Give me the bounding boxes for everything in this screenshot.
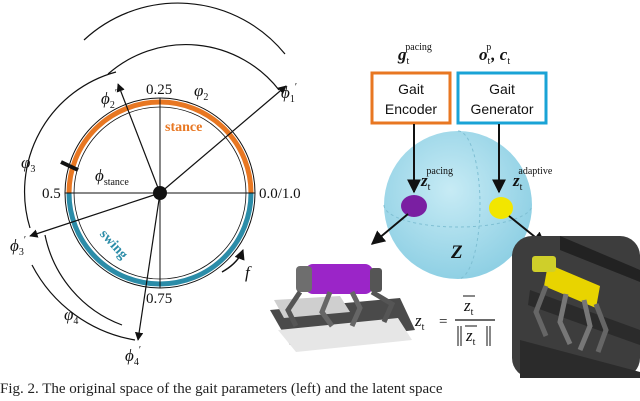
phase-arc-5 [23, 71, 117, 229]
gait-generator-line2: Generator [470, 101, 533, 117]
phi1-arrow [159, 85, 287, 194]
gait-encoder-line2: Encoder [385, 101, 437, 117]
pacing-to-robot-arrow [370, 213, 409, 245]
tick-075: 0.75 [146, 291, 172, 307]
z-adaptive-label: ztadaptive [512, 166, 553, 193]
swing-label: swing [96, 227, 130, 262]
gait-generator-box [456, 71, 548, 125]
center-dot [153, 186, 167, 200]
phi1-prime-label: ϕ1′ [281, 82, 297, 105]
frequency-arrow [221, 249, 245, 273]
sphere-equator [383, 204, 533, 228]
tick-025: 0.25 [146, 82, 172, 98]
phi2-arrow [116, 83, 161, 194]
latent-space-diagram: gtpacing otp, ct Gait Encoder Gait Gener… [270, 42, 640, 378]
stance-boundary-marker [60, 160, 79, 172]
gait-generator-line1: Gait [489, 81, 515, 97]
z-adaptive-dot [489, 197, 513, 219]
phi2-label: φ2 [194, 81, 208, 103]
phase-arc-2 [107, 44, 280, 91]
g-pacing-label: gtpacing [397, 42, 432, 67]
figure-caption: Fig. 2. The original space of the gait p… [0, 381, 443, 397]
gait-phase-diagram: 0.25 0.5 0.0/1.0 0.75 stance swing ϕstan… [10, 2, 301, 368]
phi3-arrow [29, 192, 161, 238]
latent-space-Z-label: Z [450, 242, 463, 263]
phi2-prime-label: ϕ2′ [101, 88, 117, 111]
formula-denominator: zt [465, 326, 476, 348]
sphere-meridian [457, 130, 481, 280]
z-pacing-dot [401, 195, 427, 217]
latent-sphere [384, 131, 532, 279]
pacing-robot-image [270, 264, 415, 352]
phase-arc-4 [31, 264, 136, 341]
z-pacing-label: ztpacing [420, 166, 453, 193]
stance-label: stance [165, 120, 202, 135]
frequency-label: f [245, 263, 252, 282]
phase-arc-1 [83, 2, 286, 55]
svg-text:=: = [439, 314, 447, 330]
phi4-label: φ4 [64, 305, 78, 327]
phi-stance-label: ϕstance [95, 166, 129, 188]
tick-05: 0.5 [42, 186, 61, 202]
phi3-label: φ3 [21, 153, 35, 175]
svg-text:zt: zt [414, 311, 425, 333]
phi4-prime-label: ϕ4′ [125, 345, 141, 368]
phi3-prime-label: ϕ3′ [10, 235, 26, 258]
o-c-label: otp, ct [479, 42, 510, 67]
normalization-formula: zt = zt zt [414, 295, 495, 348]
adaptive-robot-image [512, 236, 640, 378]
gait-encoder-line1: Gait [398, 81, 424, 97]
gait-encoder-box [370, 71, 452, 125]
phi4-arrow [134, 192, 161, 341]
phase-arc-3 [44, 234, 123, 326]
tick-0-1: 0.0/1.0 [259, 186, 301, 202]
formula-numerator: zt [463, 296, 474, 318]
